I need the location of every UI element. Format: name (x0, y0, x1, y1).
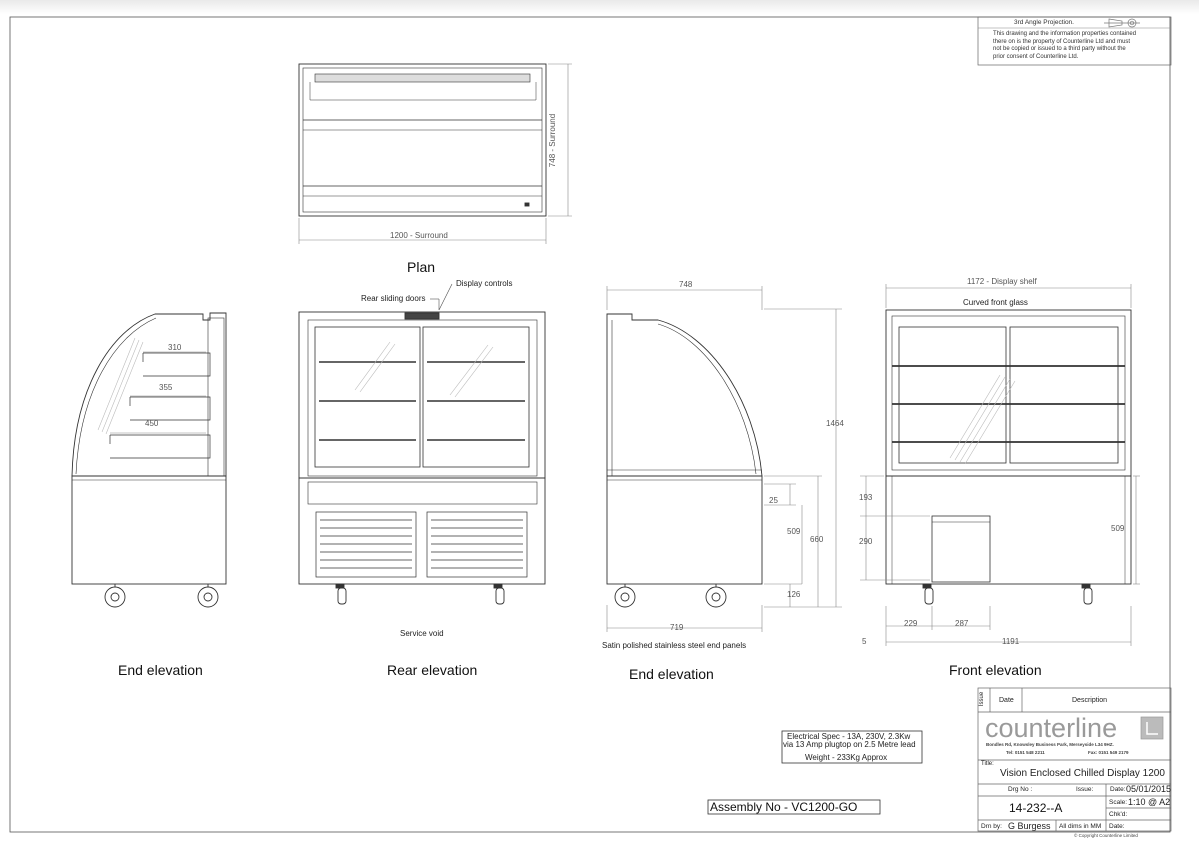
dim-660: 660 (810, 535, 824, 544)
ownership-notice-line-4: prior consent of Counterline Ltd. (993, 53, 1079, 60)
end-elevation-right-title: End elevation (629, 666, 714, 682)
date-label-2: Date: (1109, 823, 1125, 830)
title-label: Title: (981, 761, 994, 767)
front-elevation (885, 309, 1132, 605)
plan-depth-dimension: 748 - Surround (548, 113, 558, 168)
ownership-notice-line-1: This drawing and the information propert… (993, 31, 1137, 37)
shelf-depth-450: 450 (145, 419, 159, 428)
end-panels-note: Satin polished stainless steel end panel… (602, 641, 747, 650)
issue-label: Issue: (1076, 786, 1094, 793)
curved-front-glass-label: Curved front glass (963, 298, 1028, 307)
drawing-number: 14-232--A (1009, 801, 1063, 815)
description-header: Description (1072, 697, 1108, 704)
caster-wheels-right-end (614, 584, 727, 608)
drawing-title: Vision Enclosed Chilled Display 1200 (1000, 768, 1165, 779)
viewer-top-edge (0, 0, 1199, 14)
dim-290: 290 (859, 537, 873, 546)
plan-width-dimension: 1200 - Surround (390, 231, 448, 240)
third-angle-symbol-icon (1104, 18, 1140, 28)
rear-elevation-title: Rear elevation (387, 662, 478, 678)
dim-229: 229 (904, 619, 918, 628)
scale-label: Scale: (1109, 799, 1128, 806)
company-tel: Tel: 0151 548 2211 (1006, 750, 1045, 755)
caster-wheels-left-end (104, 584, 219, 608)
end-elevation-left (71, 312, 227, 608)
dim-126: 126 (787, 590, 801, 599)
counterline-logo: counterline (985, 713, 1118, 743)
plan-dimensions (298, 63, 572, 244)
weight-label: Weight - 233Kg Approx (805, 753, 888, 762)
end-elevation-left-title: End elevation (118, 662, 203, 678)
dims-note: All dims in MM (1059, 823, 1102, 830)
projection-label: 3rd Angle Projection. (1014, 19, 1074, 26)
front-elevation-title: Front elevation (949, 662, 1042, 678)
dim-1464: 1464 (826, 419, 844, 428)
dim-719: 719 (670, 623, 684, 632)
electrical-spec-line-2: via 13 Amp plugtop on 2.5 Metre lead (783, 740, 916, 749)
electrical-spec-box (781, 730, 923, 764)
drg-label: Drg No : (1008, 786, 1033, 793)
dim-1191: 1191 (1002, 637, 1020, 646)
front-dimensions (860, 284, 1140, 646)
company-address: Bondles Rd, Knowsley Business Park, Mers… (986, 742, 1114, 747)
shelf-depth-310: 310 (168, 343, 182, 352)
rear-elevation (298, 283, 546, 605)
electrical-spec-line-1: Electrical Spec - 13A, 230V, 2.3Kw (787, 732, 911, 741)
shelf-depth-355: 355 (159, 383, 173, 392)
end-elevation-right (606, 313, 763, 608)
drawing-date: 05/01/2015 (1126, 784, 1172, 794)
title-block (977, 687, 1172, 832)
rear-sliding-doors-label: Rear sliding doors (361, 294, 426, 303)
end-right-dimensions (606, 286, 842, 632)
dim-287: 287 (955, 619, 969, 628)
copyright-note: © Copyright Counterline Limited (1074, 833, 1138, 838)
display-controls-label: Display controls (456, 279, 513, 288)
drawn-by: G Burgess (1008, 821, 1051, 831)
drawn-by-label: Drn by: (981, 823, 1002, 830)
rear-vent-grilles (315, 511, 528, 578)
sheet-border (9, 16, 1171, 833)
assembly-box (707, 799, 881, 815)
projection-box (977, 16, 1172, 66)
date-header: Date (999, 697, 1014, 704)
ownership-notice-line-3: not be copied or issued to a third party… (993, 46, 1126, 52)
dim-193: 193 (859, 493, 873, 502)
ownership-notice-line-2: there on is the property of Counterline … (993, 38, 1131, 45)
plan-title: Plan (407, 259, 436, 275)
dim-748: 748 (679, 280, 693, 289)
issue-header: Issue (979, 691, 986, 707)
date-label: Date: (1110, 786, 1126, 793)
dim-509-front: 509 (1111, 524, 1125, 533)
checked-label: Chk'd: (1109, 811, 1128, 818)
dim-5: 5 (862, 637, 867, 646)
drawing-scale: 1:10 @ A2 (1128, 797, 1171, 807)
caster-wheels-rear (335, 583, 505, 605)
plan-view (298, 63, 547, 217)
caster-wheels-front (922, 583, 1093, 605)
display-shelf-dimension: 1172 - Display shelf (967, 277, 1037, 286)
dim-25: 25 (769, 496, 778, 505)
assembly-number: Assembly No - VC1200-GO (710, 800, 858, 814)
service-void-label: Service void (400, 629, 444, 638)
company-fax: Fax: 0151 549 2179 (1088, 750, 1129, 755)
dim-509: 509 (787, 527, 801, 536)
